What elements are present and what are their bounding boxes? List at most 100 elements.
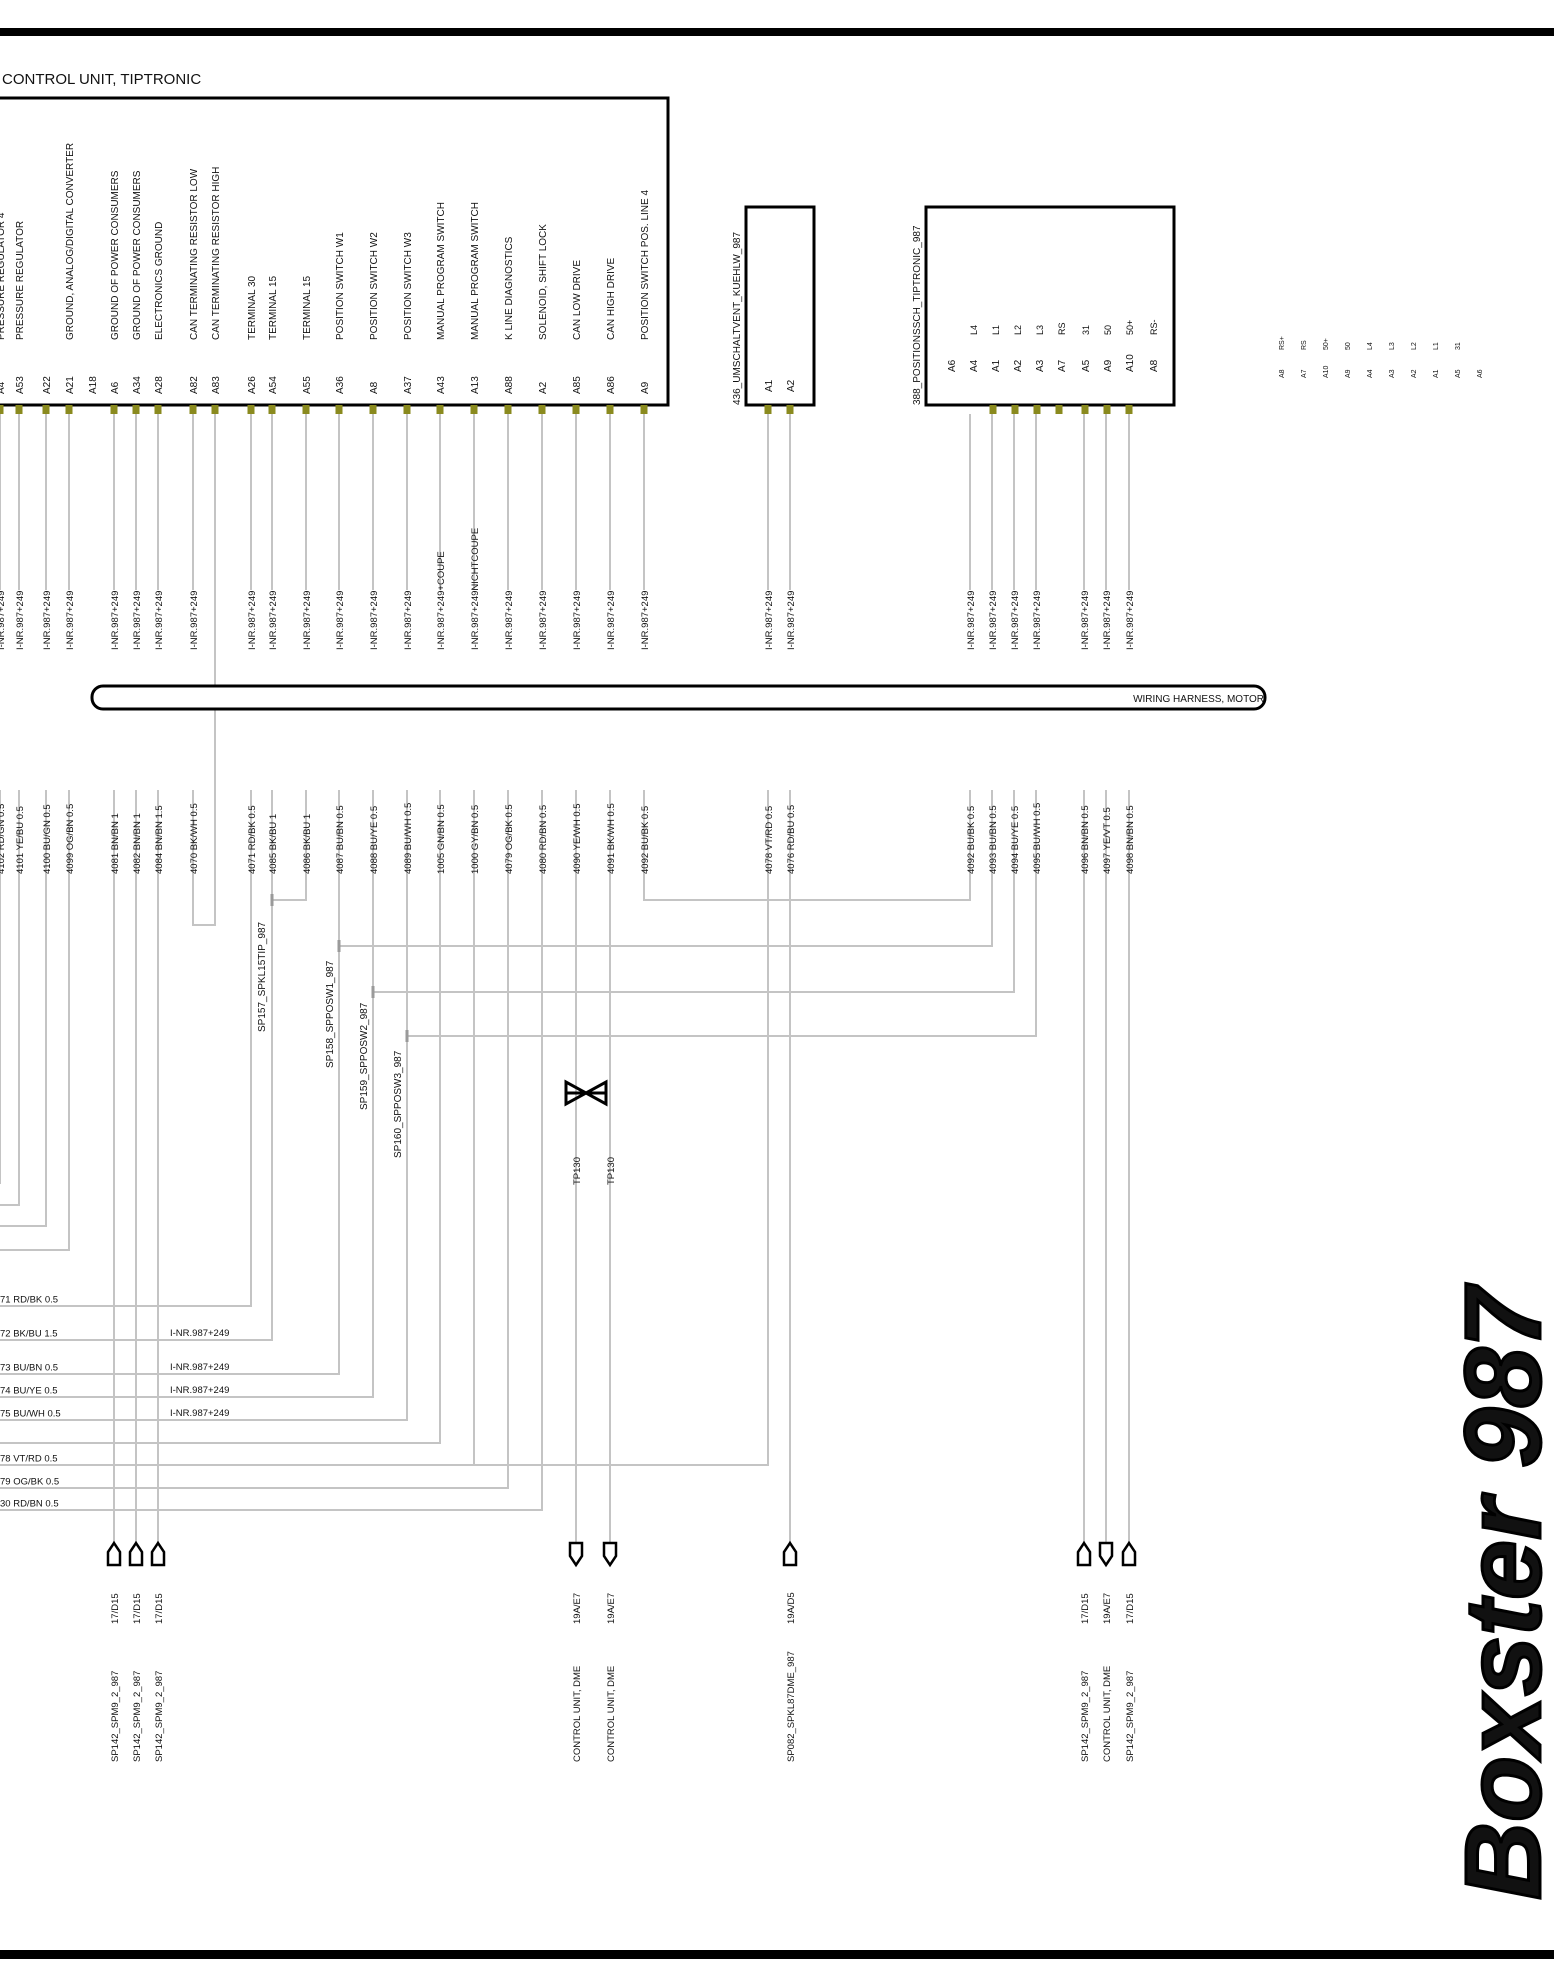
pin-number: A54 <box>268 376 279 394</box>
legend-signal: 50+ <box>1323 338 1330 350</box>
pin-function-label: POSITION SWITCH W3 <box>403 232 414 340</box>
harness-code: I-NR.987+249NICHTCOUPE <box>470 528 481 650</box>
wire-label: 4079 OG/BK 0.5 <box>504 804 515 874</box>
legend-signal: L2 <box>1411 342 1418 350</box>
pin-terminal <box>989 405 997 414</box>
harness-code: I-NR.987+249 <box>572 591 583 650</box>
wire-label: 4084 BN/BN 1.5 <box>154 805 165 874</box>
pin-number: A36 <box>335 376 346 394</box>
pin-number: A2 <box>1013 359 1024 372</box>
pin-number: A88 <box>504 376 515 394</box>
branch-wire-label: 75 BU/WH 0.5 <box>0 1409 61 1420</box>
wire <box>272 790 307 901</box>
page-ref-arrow <box>1076 1540 1092 1567</box>
harness-code: I-NR.987+249 <box>606 591 617 650</box>
pin-number: A9 <box>1103 359 1114 372</box>
wire-label: 1000 GY/BN 0.5 <box>470 805 481 874</box>
pin-function-label: GROUND, ANALOG/DIGITAL CONVERTER <box>65 143 76 340</box>
twisted-pair-label: TP130 <box>572 1157 583 1185</box>
pin-number: A7 <box>1057 359 1068 372</box>
pin-terminal <box>786 405 794 414</box>
pin-number: A85 <box>572 376 583 394</box>
harness-code: I-NR.987+249 <box>65 591 76 650</box>
wire-label: 4086 BK/BU 1 <box>302 814 313 874</box>
wire-label: 4101 YE/BU 0.5 <box>15 806 26 874</box>
branch-wire-label: 78 VT/RD 0.5 <box>0 1454 58 1465</box>
twisted-pair-label: TP130 <box>606 1157 617 1185</box>
wire <box>407 790 1037 1037</box>
wire-label: 4071 RD/BK 0.5 <box>247 805 258 874</box>
valve-title: 436_UMSCHALTVENT_KUEHLW_987 <box>732 232 743 405</box>
wire-label: 1005 GN/BN 0.5 <box>436 804 447 874</box>
position-switch-title: 388_POSITIONSSCH_TIPTRONIC_987 <box>912 225 923 405</box>
pin-number: A9 <box>640 381 651 394</box>
harness-code: I-NR.987+249 <box>132 591 143 650</box>
wire-label: 4082 BN/BN 1 <box>132 813 143 874</box>
branch-wire-label: 72 BK/BU 1.5 <box>0 1329 58 1340</box>
pin-terminal <box>302 405 310 414</box>
wire-layer <box>0 414 1130 1548</box>
page-ref-arrow <box>782 1540 798 1567</box>
pin-terminal <box>436 405 444 414</box>
pin-terminal <box>403 405 411 414</box>
pin-terminal <box>1033 405 1041 414</box>
pin-function-label: MANUAL PROGRAM SWITCH <box>436 202 447 340</box>
ref-destination: SP142_SPM9_2_987 <box>110 1671 121 1762</box>
pin-number: A83 <box>211 376 222 394</box>
legend-pin: A8 <box>1279 369 1286 378</box>
ref-destination: CONTROL UNIT, DME <box>1102 1666 1113 1762</box>
wire-label: 4099 OG/BN 0.5 <box>65 804 76 874</box>
pin-terminal <box>65 405 73 414</box>
pin-function-label: CAN HIGH DRIVE <box>606 257 617 340</box>
harness-code: I-NR.987+249 <box>988 591 999 650</box>
wire-label: 4092 BU/BK 0.5 <box>640 806 651 874</box>
wire-label: 4092 BU/BK 0.5 <box>966 806 977 874</box>
pin-function-label: K LINE DIAGNOSTICS <box>504 236 515 340</box>
wire-label: 4102 RD/GN 0.5 <box>0 804 7 874</box>
pin-terminal <box>247 405 255 414</box>
pin-number: A5 <box>1081 359 1092 372</box>
pin-terminal <box>110 405 118 414</box>
pin-number: A13 <box>470 376 481 394</box>
coolant-valve-box <box>744 205 816 407</box>
ref-destination: CONTROL UNIT, DME <box>572 1666 583 1762</box>
ref-destination: SP082_SPKL87DME_987 <box>786 1651 797 1762</box>
page-ref: 19A/E7 <box>1102 1593 1113 1624</box>
pin-number: A55 <box>302 376 313 394</box>
harness-code: I-NR.987+249 <box>170 1328 229 1339</box>
branch-wire-label: 79 OG/BK 0.5 <box>0 1477 59 1488</box>
branch-wire-label: 73 BU/BN 0.5 <box>0 1363 58 1374</box>
wire <box>0 790 252 1307</box>
page-ref: 17/D15 <box>110 1593 121 1624</box>
wire <box>0 790 340 1375</box>
wire <box>339 790 993 947</box>
branch-wire-label: 74 BU/YE 0.5 <box>0 1386 58 1397</box>
ref-destination: SP142_SPM9_2_987 <box>154 1671 165 1762</box>
wire-label: 4085 BK/BU 1 <box>268 814 279 874</box>
page-ref: 17/D15 <box>132 1593 143 1624</box>
pin-terminal <box>369 405 377 414</box>
pin-terminal <box>0 405 4 414</box>
legend-pin: A3 <box>1389 369 1396 378</box>
pin-number: A8 <box>369 381 380 394</box>
position-switch-box <box>924 205 1176 407</box>
pin-number: A22 <box>42 376 53 394</box>
pin-terminal <box>132 405 140 414</box>
ref-destination: CONTROL UNIT, DME <box>606 1666 617 1762</box>
harness-code: I-NR.987+249 <box>189 591 200 650</box>
pin-terminal <box>1055 405 1063 414</box>
legend-pin: A6 <box>1477 369 1484 378</box>
pin-number: A53 <box>15 376 26 394</box>
pin-terminal <box>1011 405 1019 414</box>
signal-name: L3 <box>1035 325 1045 335</box>
harness-code: I-NR.987+249 <box>1080 591 1091 650</box>
twisted-pair-symbol <box>564 1079 608 1107</box>
page-ref-arrow <box>1098 1541 1114 1568</box>
harness-code: I-NR.987+249 <box>1032 591 1043 650</box>
page-ref: 17/D15 <box>1080 1593 1091 1624</box>
signal-name: L1 <box>991 325 1001 335</box>
legend-pin: A1 <box>1433 369 1440 378</box>
pin-terminal <box>211 405 219 414</box>
wire <box>0 790 509 1489</box>
